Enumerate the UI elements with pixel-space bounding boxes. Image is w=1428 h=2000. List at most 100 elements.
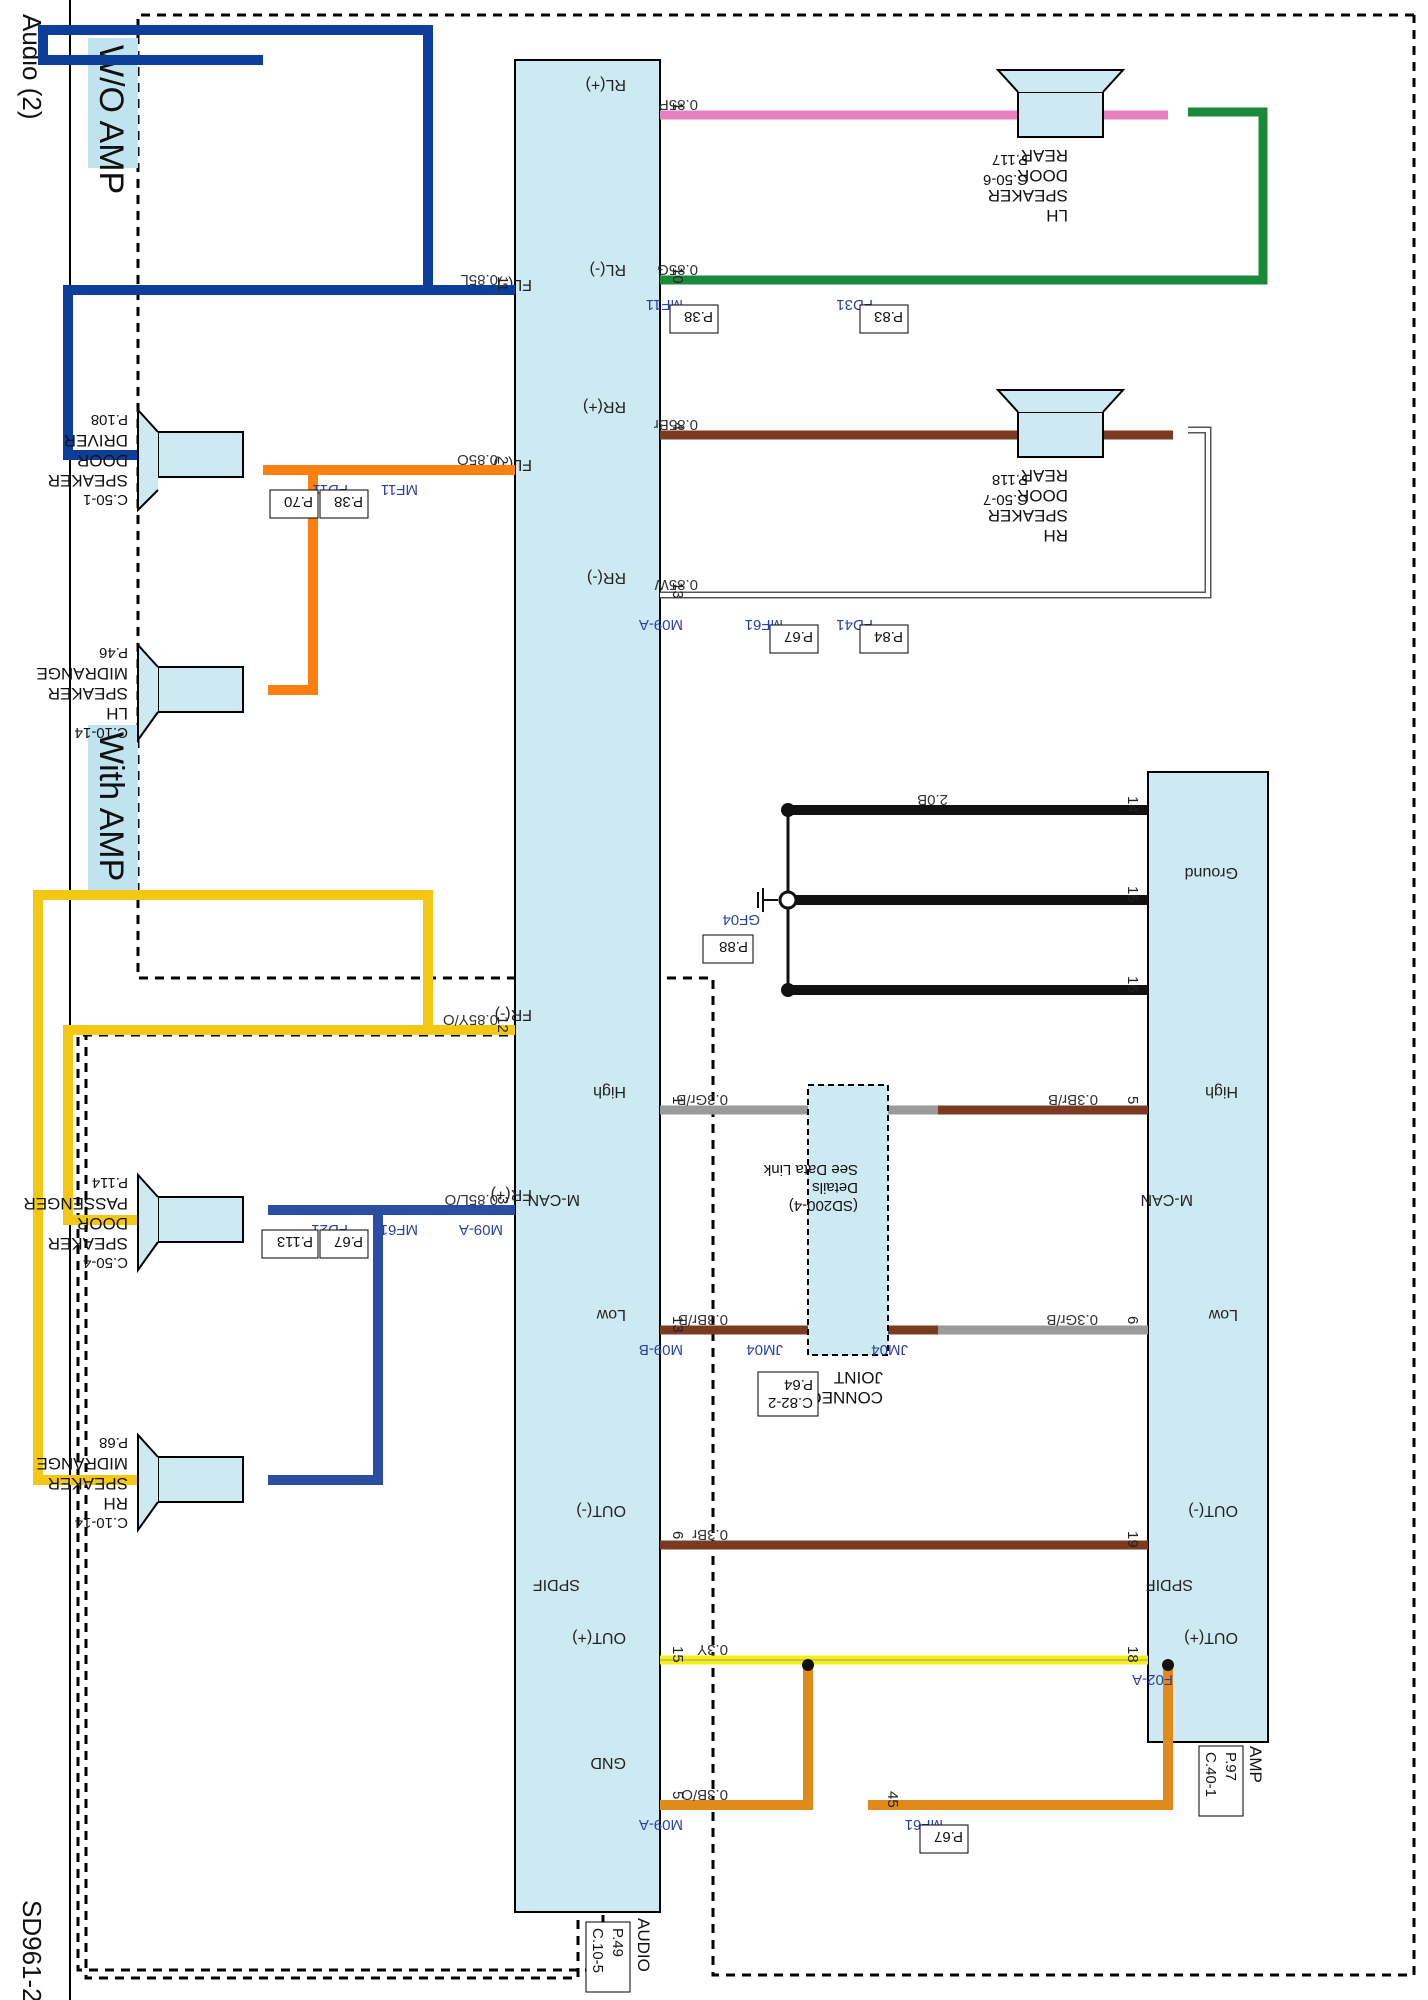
spec-fl-plus: 0.85O: [457, 451, 498, 468]
ref-mf11-fl: P.38: [334, 493, 363, 510]
with-amp-label: With AMP: [92, 732, 130, 881]
joint-connector-box: [807, 1084, 889, 1356]
amp-port-ground: Ground: [1185, 864, 1238, 881]
pin-gnd-2: 16: [1124, 976, 1141, 993]
pin-flp-0: 2: [494, 456, 511, 464]
pin-outm-0: 6: [669, 1531, 686, 1539]
mid-lh-page-ref: P.46: [99, 644, 128, 661]
spec-mcan-low-amp: 0.3Gr/B: [1046, 1311, 1098, 1328]
conn-m09a-fr: M09-A: [459, 1221, 503, 1238]
with-amp-label-bg: [88, 725, 138, 895]
passenger-speaker-body: [157, 1196, 244, 1243]
mid-lh-name-2: LH: [106, 704, 128, 723]
rear-rh-name-3: RH: [1043, 526, 1068, 545]
rear-rh-name-2: SPEAKER: [988, 506, 1068, 525]
audio-port-out-minus: OUT(-): [576, 1502, 626, 1519]
pin-high-0: 1: [669, 1096, 686, 1104]
midrange-rh-cone: [137, 1432, 159, 1534]
joint-note-1: Details: [812, 1179, 858, 1196]
spec-fr-minus: 0.85Y/O: [443, 1011, 498, 1028]
ref-fd41: P.84: [874, 628, 903, 645]
audio-port-rr-minus: RR(-): [587, 569, 626, 586]
driver-page-ref: P.108: [91, 411, 128, 428]
driver-door-speaker: [137, 407, 244, 513]
ground-node-14: [781, 803, 795, 817]
conn-mf61-fr: MF61: [380, 1221, 418, 1238]
rear-rh-conn-ref: C.50-7: [983, 491, 1028, 508]
joint-name-0: JOINT: [834, 1368, 883, 1387]
audio-page-ref: P.49: [609, 1928, 626, 1957]
audio-conn-ref: C.10-5: [589, 1928, 606, 1973]
rear-lh-name-1: DOOR: [1017, 166, 1068, 185]
audio-port-rl-minus: RL(-): [590, 261, 626, 278]
pin-outp-0: 15: [669, 1646, 686, 1663]
pin-outm-2: 19: [1124, 1531, 1141, 1548]
wire-spec-labels: 0.85P 0.85G 0.85Br 0.85W 0.85L 0.85O 0.8…: [443, 96, 1098, 1803]
joint-page-ref: P.64: [784, 1376, 813, 1393]
passenger-speaker-cone: [137, 1172, 159, 1274]
page-ref-boxes: P.38 P.83 P.67 P.84 P.38 P.70 P.67 P.113…: [261, 304, 969, 1854]
driver-conn-ref: C.50-1: [83, 491, 128, 508]
mid-lh-conn-ref: C.10-14: [75, 724, 128, 741]
midrange-rh-body: [157, 1456, 244, 1503]
ref-mf61: P.67: [784, 628, 813, 645]
audio-unit-name: AUDIO: [634, 1918, 653, 1972]
shield-node-audio: [802, 1659, 814, 1671]
pin-rrm-0: 13: [669, 582, 686, 599]
spec-gnd: 0.3B/O: [681, 1786, 728, 1803]
joint-note-0: See Data Link: [763, 1161, 858, 1178]
wire-spdif-gnd-amp: [868, 1665, 1173, 1810]
pin-gndm-0: 5: [669, 1791, 686, 1799]
driver-name-1: DOOR: [77, 451, 128, 470]
spec-mcan-low: 0.3Br/B: [678, 1311, 728, 1328]
pin-low-0: 13: [669, 1316, 686, 1333]
amp-unit-name: AMP: [1246, 1746, 1265, 1783]
pin-numbers: 1 10 4 13 11 2 12 3 14 15 16 1 5 13 6 6 …: [494, 102, 1141, 1808]
rear-rh-speaker-cone: [995, 389, 1126, 413]
ground-node-15: [778, 890, 798, 910]
ref-mf61-fr: P.67: [334, 1233, 363, 1250]
audio-port-low: Low: [596, 1306, 626, 1323]
with-amp-boundary: [84, 1030, 583, 1980]
pin-low-4: 6: [1124, 1316, 1141, 1324]
pass-name-0: PASSENGER: [23, 1194, 128, 1213]
spec-mcan-high-amp: 0.3Br/B: [1048, 1091, 1098, 1108]
mid-lh-name-1: SPEAKER: [48, 684, 128, 703]
rear-lh-name-3: LH: [1046, 206, 1068, 225]
spec-fl-minus: 0.85L: [460, 271, 498, 288]
audio-port-fr-plus: FR(+): [491, 1186, 532, 1203]
amp-ref-box: [1198, 1745, 1244, 1817]
conn-jm04-amp: JM04: [871, 1341, 908, 1358]
audio-ref-box: [585, 1921, 631, 1993]
mid-rh-name-1: SPEAKER: [48, 1474, 128, 1493]
pin-gnd-0: 14: [1124, 796, 1141, 813]
audio-port-out-plus: OUT(+): [572, 1629, 626, 1646]
amp-page-ref: P.97: [1222, 1752, 1239, 1781]
pin-gndm-1: 45: [884, 1791, 901, 1808]
wire-rr-minus-inner: [660, 428, 1210, 597]
mid-rh-name-0: MIDRANGE: [36, 1454, 128, 1473]
rear-rh-speaker-body: [1017, 411, 1104, 458]
amp-unit-ref: AMP P.97 C.40-1: [1198, 1745, 1265, 1817]
amp-port-out-minus: OUT(-): [1188, 1502, 1238, 1519]
pin-outp-2: 18: [1124, 1646, 1141, 1663]
audio-port-gnd: GND: [590, 1754, 626, 1771]
ref-mf11: P.38: [684, 308, 713, 325]
page-id: SD961-2: [17, 1900, 47, 2000]
ground-symbol: [757, 888, 778, 912]
pin-high-4: 5: [1124, 1096, 1141, 1104]
rear-lh-name-0: REAR: [1021, 146, 1068, 165]
pass-page-ref: P.114: [92, 1174, 128, 1191]
mid-rh-name-2: RH: [103, 1494, 128, 1513]
spec-rr-plus: 0.85Br: [654, 416, 698, 433]
ground-name: GF04: [722, 911, 760, 928]
pin-gnd-1: 15: [1124, 886, 1141, 903]
rear-rh-page-ref: P.118: [992, 471, 1028, 488]
amp-port-spdif: SPDIF: [1146, 1576, 1193, 1593]
rear-lh-speaker-body: [1017, 91, 1104, 138]
ref-fd21: P.113: [277, 1233, 313, 1250]
driver-speaker-cone: [137, 407, 159, 513]
amp-unit-block: [1147, 771, 1269, 1743]
